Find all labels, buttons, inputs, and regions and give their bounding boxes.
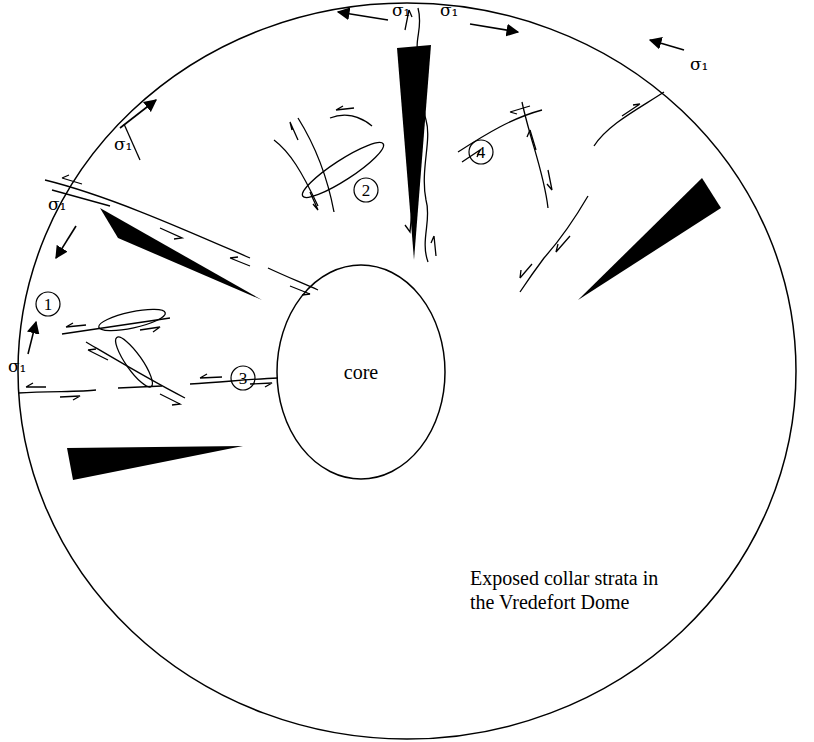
stress-label: σ₁ (392, 2, 410, 19)
callout-text: 1 (44, 296, 53, 313)
fault-lines (18, 8, 664, 405)
stress-label: σ₁ (48, 196, 66, 213)
stress-label: σ₁ (114, 136, 132, 153)
callout-text: 4 (477, 144, 486, 161)
stress-label: σ₁ (440, 2, 458, 19)
callout-number: 2 (353, 177, 379, 203)
callout-text: 3 (239, 370, 248, 387)
callout-number: 1 (35, 291, 61, 317)
dome-region: Exposed collar strata in the Vredefort D… (17, 2, 797, 740)
core-label: core (344, 361, 378, 384)
stress-label: σ₁ (8, 358, 26, 375)
region-caption: Exposed collar strata in the Vredefort D… (470, 566, 685, 614)
stress-arrows (28, 12, 684, 354)
callout-number: 3 (230, 365, 256, 391)
core-region: core (276, 264, 446, 480)
callout-number: 4 (468, 139, 494, 165)
dome-outline (17, 2, 797, 740)
stress-label: σ₁ (690, 56, 708, 73)
wedge (67, 45, 721, 480)
callout-text: 2 (362, 182, 371, 199)
